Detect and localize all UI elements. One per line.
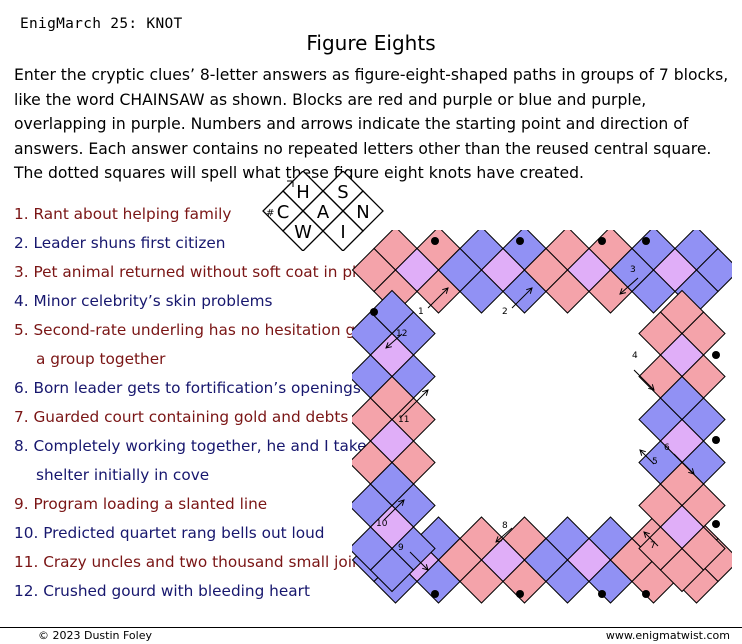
clue-1: 1. Rant about helping family: [14, 205, 232, 223]
direction-arrow: [619, 277, 639, 295]
instructions: Enter the cryptic clues’ 8-letter answer…: [14, 66, 729, 183]
grid-number-1: 1: [418, 307, 424, 317]
dot-marker: [642, 237, 650, 245]
example-letter-h: H: [296, 182, 310, 203]
website-link[interactable]: www.enigmatwist.com: [605, 629, 730, 642]
direction-arrow: [385, 333, 403, 349]
grid-number-3: 3: [630, 265, 636, 275]
clue-5: 5. Second-rate underling has no hesitati…: [14, 321, 401, 339]
direction-arrow: [639, 449, 655, 465]
direction-arrow: [643, 531, 659, 547]
clue-7: 7. Guarded court containing gold and deb…: [14, 408, 349, 426]
direction-arrow: [427, 287, 449, 309]
grid-number-9: 9: [398, 543, 404, 553]
direction-arrow: [399, 389, 429, 419]
arrowhead: [422, 564, 429, 571]
direction-arrow: [383, 499, 405, 521]
grid-cell[interactable]: [459, 559, 504, 604]
arrowhead: [526, 287, 533, 294]
grid-cell[interactable]: [545, 559, 590, 604]
direction-arrow: [673, 453, 695, 475]
example-diagram: # H S C A N W I: [262, 171, 384, 251]
grid-number-7: 7: [650, 541, 656, 551]
dot-marker: [431, 590, 439, 598]
clue-11: 11. Crazy uncles and two thousand small …: [14, 553, 376, 571]
dot-marker: [712, 351, 720, 359]
clue-6: 6. Born leader gets to fortification’s o…: [14, 379, 361, 397]
grid-cells: [352, 230, 732, 604]
footer-divider: [0, 627, 742, 628]
example-letter-s: S: [337, 182, 348, 203]
direction-arrow: [511, 287, 533, 309]
clue-12: 12. Crushed gourd with bleeding heart: [14, 582, 310, 600]
grid-number-10: 10: [376, 519, 388, 529]
grid-cell[interactable]: [681, 526, 726, 571]
dot-marker: [370, 308, 378, 316]
grid-cell[interactable]: [631, 269, 676, 314]
clue-9: 9. Program loading a slanted line: [14, 495, 268, 513]
copyright-text: © 2023 Dustin Foley: [38, 629, 152, 642]
grid-number-12: 12: [396, 329, 407, 339]
clue-4: 4. Minor celebrity’s skin problems: [14, 292, 273, 310]
clue-3: 3. Pet animal returned without soft coat…: [14, 263, 393, 281]
example-letter-w: W: [294, 222, 312, 243]
grid-number-4: 4: [632, 351, 638, 361]
arrowhead: [639, 449, 646, 456]
direction-arrow: [409, 551, 429, 571]
dot-marker: [516, 590, 524, 598]
grid-number-8: 8: [502, 521, 508, 531]
arrowhead: [648, 384, 655, 391]
clue-10: 10. Predicted quartet rang bells out lou…: [14, 524, 325, 542]
grid-number-2: 2: [502, 307, 508, 317]
dot-marker: [642, 590, 650, 598]
header-title: EnigMarch 25: KNOT: [20, 16, 183, 32]
arrowhead: [688, 468, 695, 475]
dot-marker: [712, 520, 720, 528]
example-cell-i: [322, 210, 364, 251]
clue-2: 2. Leader shuns first citizen: [14, 234, 226, 252]
example-letter-c: C: [277, 202, 290, 223]
grid-cell[interactable]: [391, 526, 436, 571]
grid-cell[interactable]: [352, 526, 393, 571]
clue-5-continued: a group together: [36, 350, 166, 368]
grid-number-5: 5: [652, 457, 658, 467]
example-letter-a: A: [317, 202, 330, 223]
arrowhead: [495, 536, 502, 543]
example-letter-i: I: [340, 222, 345, 243]
grid-number-6: 6: [664, 443, 670, 453]
grid-cell[interactable]: [459, 269, 504, 314]
dot-marker: [431, 237, 439, 245]
example-arrowhead: [287, 180, 294, 187]
direction-arrow: [495, 527, 513, 543]
direction-arrow: [633, 369, 655, 391]
arrowhead: [643, 531, 650, 538]
clue-8: 8. Completely working together, he and I…: [14, 437, 367, 455]
grid-arrows: [383, 277, 695, 571]
arrowhead: [385, 342, 392, 349]
clue-8-continued: shelter initially in cove: [36, 466, 210, 484]
puzzle-title: Figure Eights: [306, 31, 436, 55]
example-letter-n: N: [356, 202, 369, 223]
dot-marker: [712, 436, 720, 444]
example-start-marker: #: [266, 208, 274, 219]
arrowhead: [422, 389, 429, 396]
example-arrow: [272, 180, 294, 202]
dot-marker: [598, 590, 606, 598]
grid-cell[interactable]: [545, 269, 590, 314]
arrowhead: [442, 287, 449, 294]
grid-dots: [370, 237, 720, 598]
grid-number-11: 11: [398, 415, 409, 425]
dot-marker: [516, 237, 524, 245]
example-cell-w: [282, 210, 324, 251]
arrowhead: [619, 288, 626, 295]
arrowhead: [398, 499, 405, 506]
dot-marker: [598, 237, 606, 245]
